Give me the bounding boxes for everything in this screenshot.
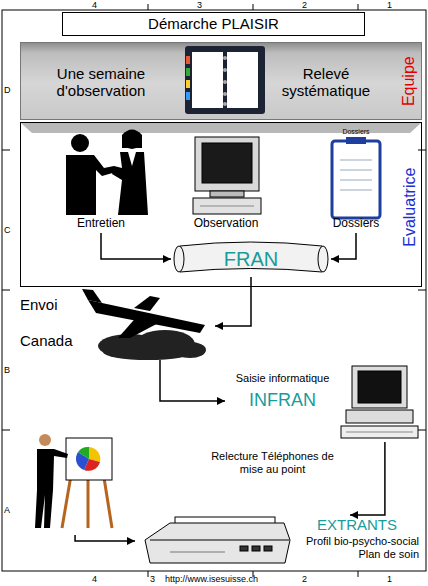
flow-arrow xyxy=(215,277,251,326)
plane-node: EnvoiCanada xyxy=(15,292,215,360)
icon-caption: Entretien xyxy=(41,217,161,231)
flow-arrow xyxy=(101,233,171,259)
team-band: Une semaine d'observation Relevé systémat… xyxy=(20,42,422,120)
computer-node: Saisie informatiqueINFRAN xyxy=(225,360,420,442)
scroll-title: FRAN xyxy=(171,248,331,271)
scroll-node: FRAN xyxy=(171,241,331,277)
printer-node: EXTRANTS Profil bio-psycho-social Plan de… xyxy=(135,515,422,567)
printer-icon xyxy=(145,517,290,563)
review-node: Relecture Téléphones de mise au point xyxy=(25,420,350,535)
grid-reference: D xyxy=(4,85,11,95)
icon-node: Entretien xyxy=(41,127,161,233)
icon-node: Observation xyxy=(171,127,281,233)
plane-text: Envoi xyxy=(20,296,80,313)
grid-reference: A xyxy=(4,505,10,515)
clipboard-tag: Dossiers xyxy=(321,128,391,136)
icon-caption: Observation xyxy=(171,217,281,231)
grid-reference: 4 xyxy=(92,574,97,584)
icon-caption: Dossiers xyxy=(321,217,391,231)
computer-icon xyxy=(193,137,261,214)
output-text: Profil bio-psycho-social Plan de soin xyxy=(292,535,419,560)
diagram-title: Démarche PLAISIR xyxy=(62,12,365,36)
handshake-icon xyxy=(66,130,148,216)
step-text: Saisie informatique xyxy=(225,372,340,385)
flow-arrow xyxy=(75,535,135,541)
grid-reference: C xyxy=(4,225,11,235)
grid-reference: B xyxy=(4,365,10,375)
icon-node: DossiersDossiers xyxy=(321,127,391,233)
plane-text: Canada xyxy=(20,332,90,349)
flow-arrow xyxy=(350,442,385,515)
computer-icon xyxy=(341,366,418,438)
grid-reference: 1 xyxy=(387,574,392,584)
frame xyxy=(2,4,426,577)
grid-reference: 1 xyxy=(387,0,392,10)
grid-reference: 2 xyxy=(302,574,307,584)
flow-arrow xyxy=(331,233,356,259)
software-name: INFRAN xyxy=(225,390,340,411)
vertical-label: Equipe xyxy=(400,56,418,106)
step-text: Relecture Téléphones de mise au point xyxy=(200,450,345,475)
grid-reference: 3 xyxy=(150,574,155,584)
grid-reference: 2 xyxy=(302,0,307,10)
grid-reference: 3 xyxy=(197,0,202,10)
grid-reference: 4 xyxy=(92,0,97,10)
url-label: http://www.isesuisse.ch xyxy=(165,574,258,584)
evaluator-box: EvaluatriceEntretienObservationDossiersD… xyxy=(20,122,422,287)
band-text: Relevé systématique xyxy=(271,65,381,100)
easel-presenter xyxy=(35,434,112,528)
flow-arrow xyxy=(160,360,225,401)
output-title: EXTRANTS xyxy=(295,516,419,533)
vertical-label: Evaluatrice xyxy=(401,168,419,247)
band-text: Une semaine d'observation xyxy=(31,65,171,100)
plane-icon xyxy=(82,289,206,360)
clipboard-icon xyxy=(332,137,380,218)
